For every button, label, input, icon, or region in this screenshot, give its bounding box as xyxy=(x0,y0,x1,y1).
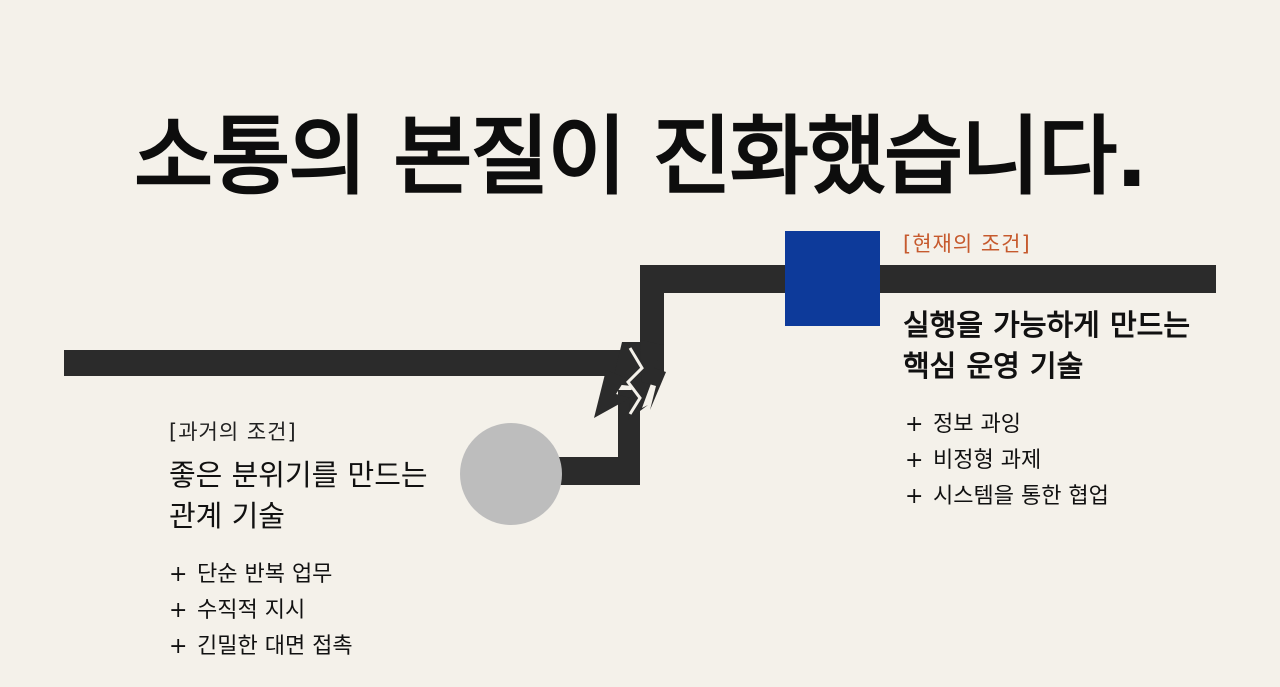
present-heading-line-2: 핵심 운영 기술 xyxy=(903,349,1084,384)
list-item: + 긴밀한 대면 접촉 xyxy=(169,629,353,665)
list-item-text: 정보 과잉 xyxy=(933,412,1021,437)
past-list: + 단순 반복 업무 + 수직적 지시 + 긴밀한 대면 접촉 xyxy=(169,557,353,665)
past-heading-line-2: 관계 기술 xyxy=(169,499,285,534)
slide-title: 소통의 본질이 진화했습니다. xyxy=(134,106,1148,207)
list-item-text: 시스템을 통한 협업 xyxy=(933,484,1109,509)
present-tag: [현재의 조건] xyxy=(903,232,1031,256)
list-item-text: 비정형 과제 xyxy=(933,448,1042,473)
list-item-text: 긴밀한 대면 접촉 xyxy=(197,634,353,659)
plus-icon: + xyxy=(905,412,924,437)
plus-icon: + xyxy=(169,598,188,623)
past-heading-line-1: 좋은 분위기를 만드는 xyxy=(169,458,428,492)
past-circle-marker xyxy=(460,423,562,525)
present-square-marker xyxy=(785,231,880,326)
list-item: + 단순 반복 업무 xyxy=(169,557,353,593)
plus-icon: + xyxy=(905,448,924,473)
list-item-text: 수직적 지시 xyxy=(197,598,306,623)
plus-icon: + xyxy=(169,634,188,659)
plus-icon: + xyxy=(169,562,188,587)
list-item-text: 단순 반복 업무 xyxy=(197,562,333,587)
present-line xyxy=(640,265,1216,293)
past-line xyxy=(64,350,642,376)
present-heading: 실행을 가능하게 만드는 핵심 운영 기술 xyxy=(903,305,1190,387)
lightning-crack-icon xyxy=(594,340,666,420)
present-heading-line-1: 실행을 가능하게 만드는 xyxy=(903,308,1190,342)
present-list: + 정보 과잉 + 비정형 과제 + 시스템을 통한 협업 xyxy=(905,407,1109,515)
list-item: + 수직적 지시 xyxy=(169,593,353,629)
list-item: + 정보 과잉 xyxy=(905,407,1109,443)
plus-icon: + xyxy=(905,484,924,509)
past-tag: [과거의 조건] xyxy=(169,420,297,444)
list-item: + 시스템을 통한 협업 xyxy=(905,479,1109,515)
past-heading: 좋은 분위기를 만드는 관계 기술 xyxy=(169,455,428,537)
list-item: + 비정형 과제 xyxy=(905,443,1109,479)
